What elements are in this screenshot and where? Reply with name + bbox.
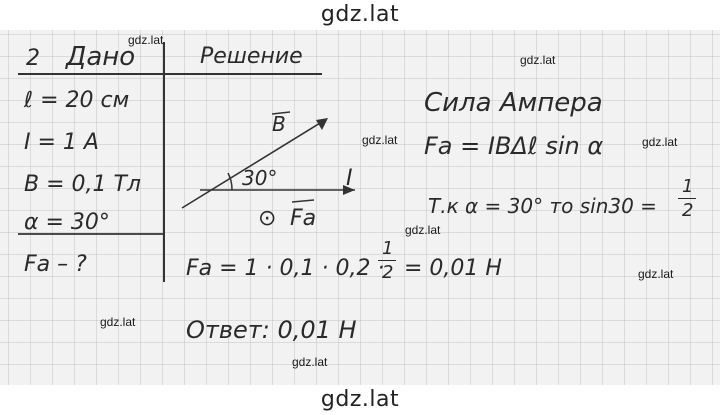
calc-fraction-denominator: 2 — [382, 262, 394, 283]
watermark: gdz.lat — [520, 53, 556, 67]
site-footer-title: gdz.lat — [320, 387, 400, 412]
b-overbar — [271, 111, 291, 115]
ampere-formula: Fa = IBΔℓ sin α — [424, 132, 604, 160]
note-fraction-bar — [678, 198, 696, 199]
current-label: I — [346, 166, 353, 191]
notebook-sheet: 2 Дано Решение ℓ = 20 см I = 1 A B = 0,1… — [0, 30, 720, 385]
watermark: gdz.lat — [100, 315, 136, 329]
given-title: Дано — [66, 42, 136, 72]
fa-direction-symbol: ⊙ — [258, 206, 277, 231]
note-fraction-numerator: 1 — [682, 176, 694, 197]
b-vector — [181, 119, 326, 209]
given-unknown: Fa – ? — [24, 252, 87, 277]
watermark: gdz.lat — [642, 135, 678, 149]
solution-heading: Сила Ампера — [424, 88, 603, 118]
calculation-lhs: Fa = 1 · 0,1 · 0,2 · — [186, 256, 385, 281]
b-label: B — [272, 112, 286, 136]
solution-title: Решение — [200, 44, 303, 69]
note-fraction-denominator: 2 — [682, 200, 694, 221]
calc-fraction-bar — [378, 260, 396, 261]
given-induction: B = 0,1 Тл — [24, 172, 141, 197]
fa-overbar — [291, 199, 315, 203]
answer-line: Ответ: 0,01 H — [186, 316, 357, 344]
header-bar: gdz.lat — [0, 0, 720, 30]
site-title: gdz.lat — [320, 2, 400, 27]
angle-note: Т.к α = 30° то sin30 = — [428, 194, 657, 218]
given-current: I = 1 A — [24, 130, 99, 155]
footer-bar: gdz.lat — [0, 385, 720, 415]
watermark: gdz.lat — [638, 267, 674, 281]
watermark: gdz.lat — [128, 33, 164, 47]
calc-fraction-numerator: 1 — [382, 238, 394, 259]
angle-label: 30° — [242, 166, 278, 190]
angle-arc — [227, 172, 233, 191]
calculation-result: = 0,01 H — [404, 256, 502, 281]
watermark: gdz.lat — [405, 223, 441, 237]
problem-number: 2 — [26, 46, 40, 71]
current-arrowhead — [343, 185, 355, 195]
watermark: gdz.lat — [362, 133, 398, 147]
given-angle: α = 30° — [24, 210, 110, 235]
given-length: ℓ = 20 см — [24, 88, 130, 113]
b-arrowhead — [316, 118, 328, 130]
watermark: gdz.lat — [292, 355, 328, 369]
fa-label: Fa — [290, 206, 317, 231]
notebook-ink-lines — [18, 42, 355, 282]
